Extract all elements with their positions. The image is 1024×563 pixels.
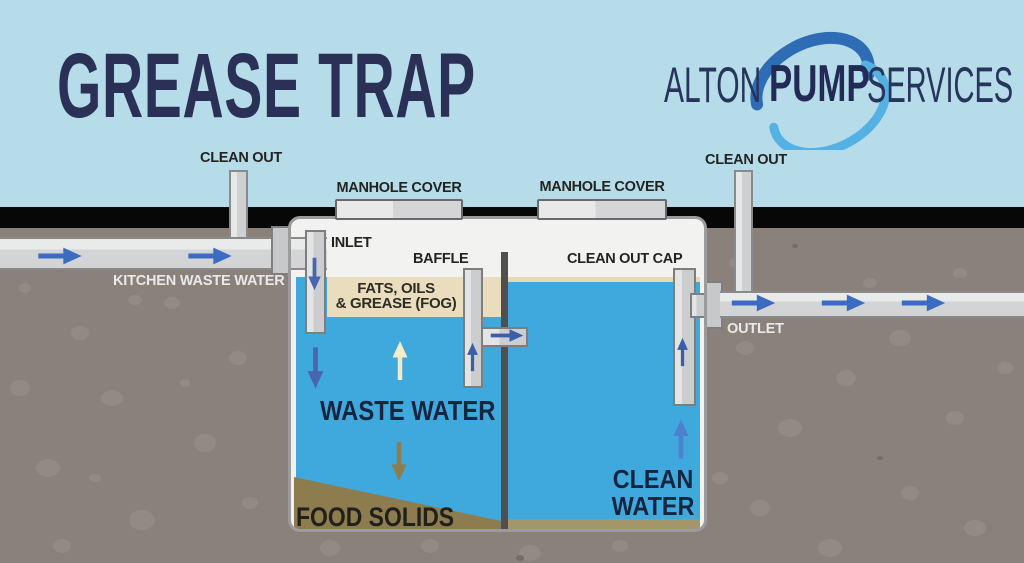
fog-label: FATS, OILS & GREASE (FOG) xyxy=(316,281,476,311)
sediment-line xyxy=(508,519,700,529)
manhole-cover-2 xyxy=(537,199,667,220)
clean-out-cap-label: CLEAN OUT CAP xyxy=(567,251,683,267)
flow-arrow-outlet-1 xyxy=(731,294,776,312)
clean-out-left-label: CLEAN OUT xyxy=(200,150,282,166)
baffle-divider-wall xyxy=(501,252,508,529)
clean-water-body xyxy=(508,277,700,529)
flow-arrow-down-2 xyxy=(307,347,324,389)
manhole-cover-1-label: MANHOLE COVER xyxy=(336,180,462,196)
logo-word-pump: PUMP xyxy=(769,55,870,113)
flow-arrow-cap-up xyxy=(677,337,688,367)
ground-rocks xyxy=(10,244,1013,561)
baffle-label: BAFFLE xyxy=(413,251,469,267)
flow-arrow-baffle-up xyxy=(467,342,478,372)
clean-water-line1: CLEAN xyxy=(612,464,694,494)
logo-word-alton: ALTON xyxy=(664,57,762,113)
flow-arrow-inlet-down xyxy=(308,257,321,291)
fog-film-right xyxy=(508,277,700,282)
flow-arrow-solids-down xyxy=(391,442,407,481)
inlet-label: INLET xyxy=(331,235,372,251)
outlet-stub-pipe xyxy=(690,293,704,318)
flow-arrow-clean-up xyxy=(673,419,689,459)
fog-label-line1: FATS, OILS xyxy=(357,280,435,297)
manhole-cover-2-label: MANHOLE COVER xyxy=(539,179,665,195)
clean-water-label: CLEAN WATER xyxy=(608,466,698,520)
flow-arrow-kitchen-2 xyxy=(188,247,232,265)
food-solids-label: FOOD SOLIDS xyxy=(296,502,455,532)
fog-label-line2: & GREASE (FOG) xyxy=(335,295,457,312)
flow-arrow-outlet-3 xyxy=(901,294,946,312)
clean-water-line2: WATER xyxy=(611,491,695,521)
flow-arrow-outlet-2 xyxy=(821,294,866,312)
flow-arrow-baffle-right xyxy=(490,329,524,342)
grease-trap-tank: INLET BAFFLE CLEAN OUT CAP FATS, OILS & … xyxy=(288,216,707,532)
clean-out-riser-right xyxy=(734,170,753,295)
waste-water-label: WASTE WATER xyxy=(320,395,496,426)
page-title: GREASE TRAP xyxy=(57,35,476,137)
flow-arrow-kitchen-1 xyxy=(38,247,82,265)
logo-word-services: SERVICES xyxy=(867,57,1014,113)
clean-out-right-label: CLEAN OUT xyxy=(705,152,787,168)
manhole-cover-1 xyxy=(335,199,463,220)
logo-swoosh-icon xyxy=(750,31,891,150)
flow-arrow-fog-up xyxy=(392,341,408,380)
kitchen-waste-water-label: KITCHEN WASTE WATER xyxy=(113,273,285,289)
outlet-label: OUTLET xyxy=(727,321,784,337)
clean-out-riser-left xyxy=(229,170,248,242)
